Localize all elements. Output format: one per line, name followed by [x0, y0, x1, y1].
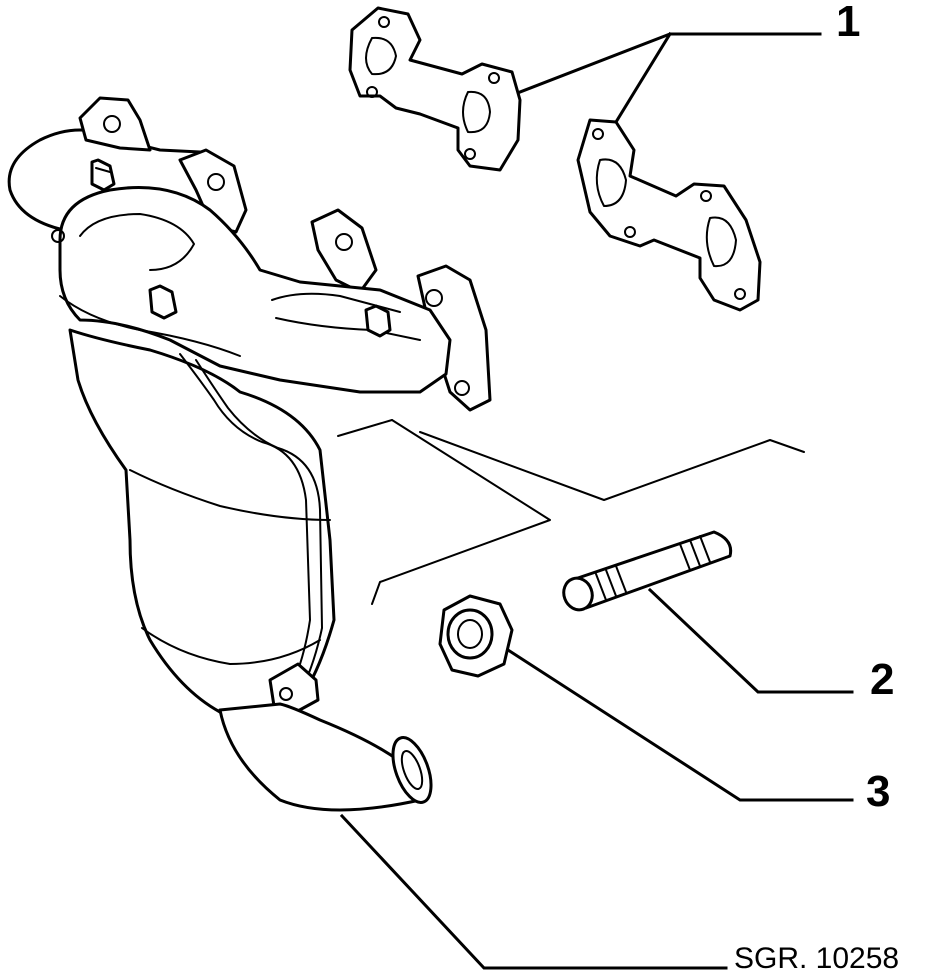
manifold-stud-2: [148, 284, 178, 320]
perspective-guide-lines: [337, 419, 805, 605]
stud-part: [562, 530, 733, 612]
callout-3: 3: [866, 767, 890, 816]
nut-part: [438, 594, 514, 678]
callout-1: 1: [836, 0, 860, 46]
reference-code: SGR. 10258: [734, 942, 899, 974]
callout-2: 2: [870, 655, 894, 704]
manifold-stud-1: [90, 158, 116, 192]
gasket-upper: [348, 6, 522, 172]
gasket-lower: [576, 118, 762, 312]
exhaust-manifold-with-catalyst: [7, 96, 492, 812]
leader-lines: [339, 31, 854, 970]
manifold-stud-3: [364, 304, 392, 338]
